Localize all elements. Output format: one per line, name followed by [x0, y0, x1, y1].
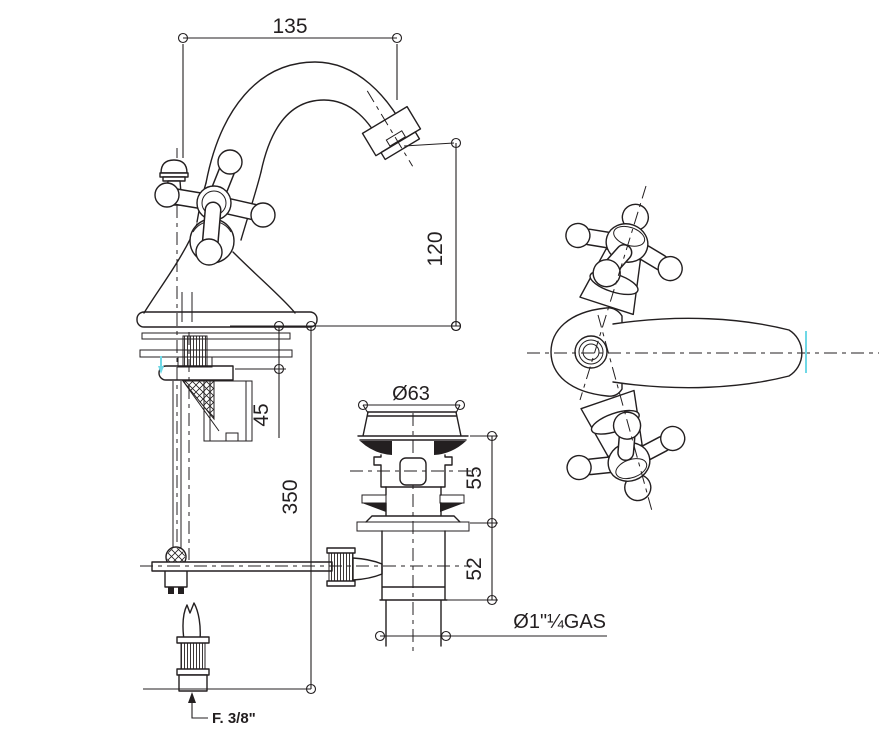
dim-waste-thread [374, 630, 607, 642]
dim-label-120: 120 [424, 231, 447, 266]
hot-axis [579, 185, 647, 401]
accent-tick-side [158, 356, 164, 374]
dim-spout-height [403, 137, 462, 332]
waste-knob [326, 547, 383, 587]
faucet-base [136, 311, 318, 328]
dim-baseline [143, 320, 462, 695]
wedge-gasket [181, 380, 215, 421]
dim-label-d63: Ø63 [392, 383, 430, 405]
top-handle-cold [566, 389, 686, 502]
dim-label-55: 55 [463, 466, 486, 489]
washer-upper [141, 332, 291, 340]
leader-supply-thread [188, 692, 208, 719]
cross-handle-side [154, 149, 276, 266]
dim-label-52: 52 [463, 557, 486, 580]
dim-waste-flange [357, 399, 466, 414]
pop-up-waste-view [140, 411, 477, 652]
mounting-plate [158, 365, 234, 381]
dimensions: 135 120 45 350 Ø63 55 52 Ø1"¼GAS F. 3/8" [143, 15, 607, 727]
waste-flange [357, 411, 469, 441]
top-hub [574, 335, 608, 369]
supply-hose [176, 602, 210, 692]
top-handle-hot [565, 203, 683, 316]
valve-tailpiece [203, 380, 253, 442]
cold-axis [597, 314, 653, 512]
dim-spout-reach [177, 32, 403, 158]
pop-up-linkage [151, 546, 333, 594]
waste-lower-flange [356, 521, 470, 532]
mounting-nut [177, 356, 213, 368]
washer-lower [139, 349, 293, 358]
dim-waste-heights [447, 430, 498, 606]
side-view [136, 61, 422, 692]
spout-aerator [361, 90, 422, 167]
hose-nut [178, 674, 208, 692]
top-view [527, 185, 879, 512]
dim-label-135: 135 [272, 15, 307, 38]
spout-outline [205, 61, 405, 184]
dim-label-f38: F. 3/8" [212, 710, 256, 727]
mounting-hardware [139, 332, 293, 549]
dim-label-45: 45 [250, 403, 273, 426]
dim-label-gas: Ø1"¼GAS [513, 611, 606, 633]
dim-label-350: 350 [279, 479, 302, 514]
